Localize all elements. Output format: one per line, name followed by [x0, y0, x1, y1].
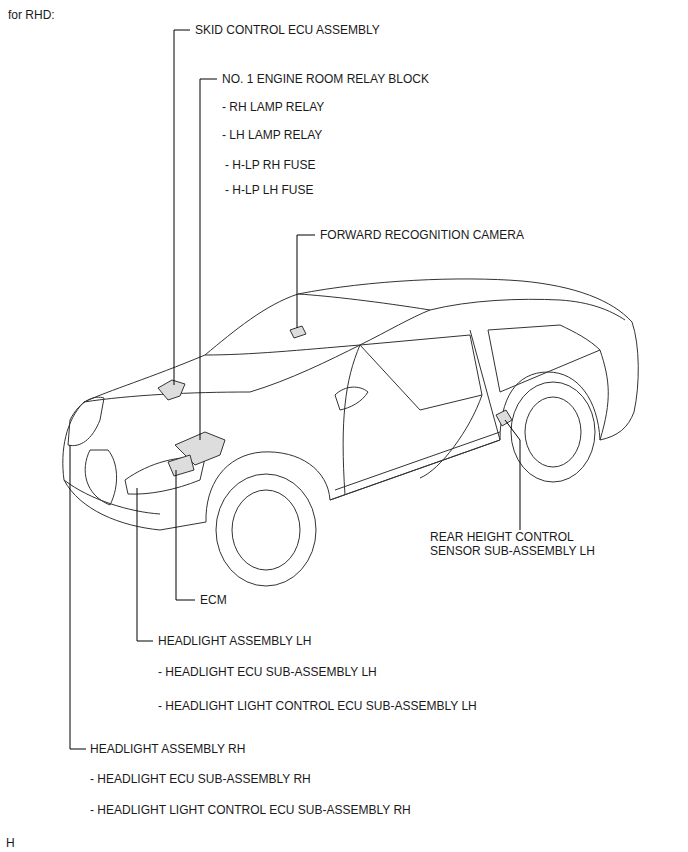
sub-part-name: - H-LP RH FUSE: [225, 158, 315, 172]
sub-part-name: - RH LAMP RELAY: [222, 100, 324, 114]
part-name: FORWARD RECOGNITION CAMERA: [320, 228, 524, 242]
part-name: ECM: [200, 593, 227, 607]
leader-lines: [70, 30, 520, 749]
part-name: H: [6, 836, 15, 850]
sub-part-name: - HEADLIGHT ECU SUB-ASSEMBLY LH: [158, 665, 377, 679]
part-name: REAR HEIGHT CONTROL SENSOR SUB-ASSEMBLY …: [430, 530, 620, 558]
page-title: for RHD:: [8, 8, 55, 22]
part-name: HEADLIGHT ASSEMBLY LH: [158, 634, 311, 648]
car-body: [63, 279, 638, 586]
part-name: HEADLIGHT ASSEMBLY RH: [90, 742, 245, 756]
part-name: NO. 1 ENGINE ROOM RELAY BLOCK: [222, 72, 429, 86]
sub-part-name: - HEADLIGHT LIGHT CONTROL ECU SUB-ASSEMB…: [158, 699, 477, 713]
sub-part-name: - H-LP LH FUSE: [225, 183, 313, 197]
component-icons: [158, 326, 512, 476]
sub-part-name: - HEADLIGHT ECU SUB-ASSEMBLY RH: [90, 772, 311, 786]
sub-part-name: - HEADLIGHT LIGHT CONTROL ECU SUB-ASSEMB…: [90, 803, 411, 817]
part-name: SKID CONTROL ECU ASSEMBLY: [195, 23, 380, 37]
sub-part-name: - LH LAMP RELAY: [222, 128, 322, 142]
